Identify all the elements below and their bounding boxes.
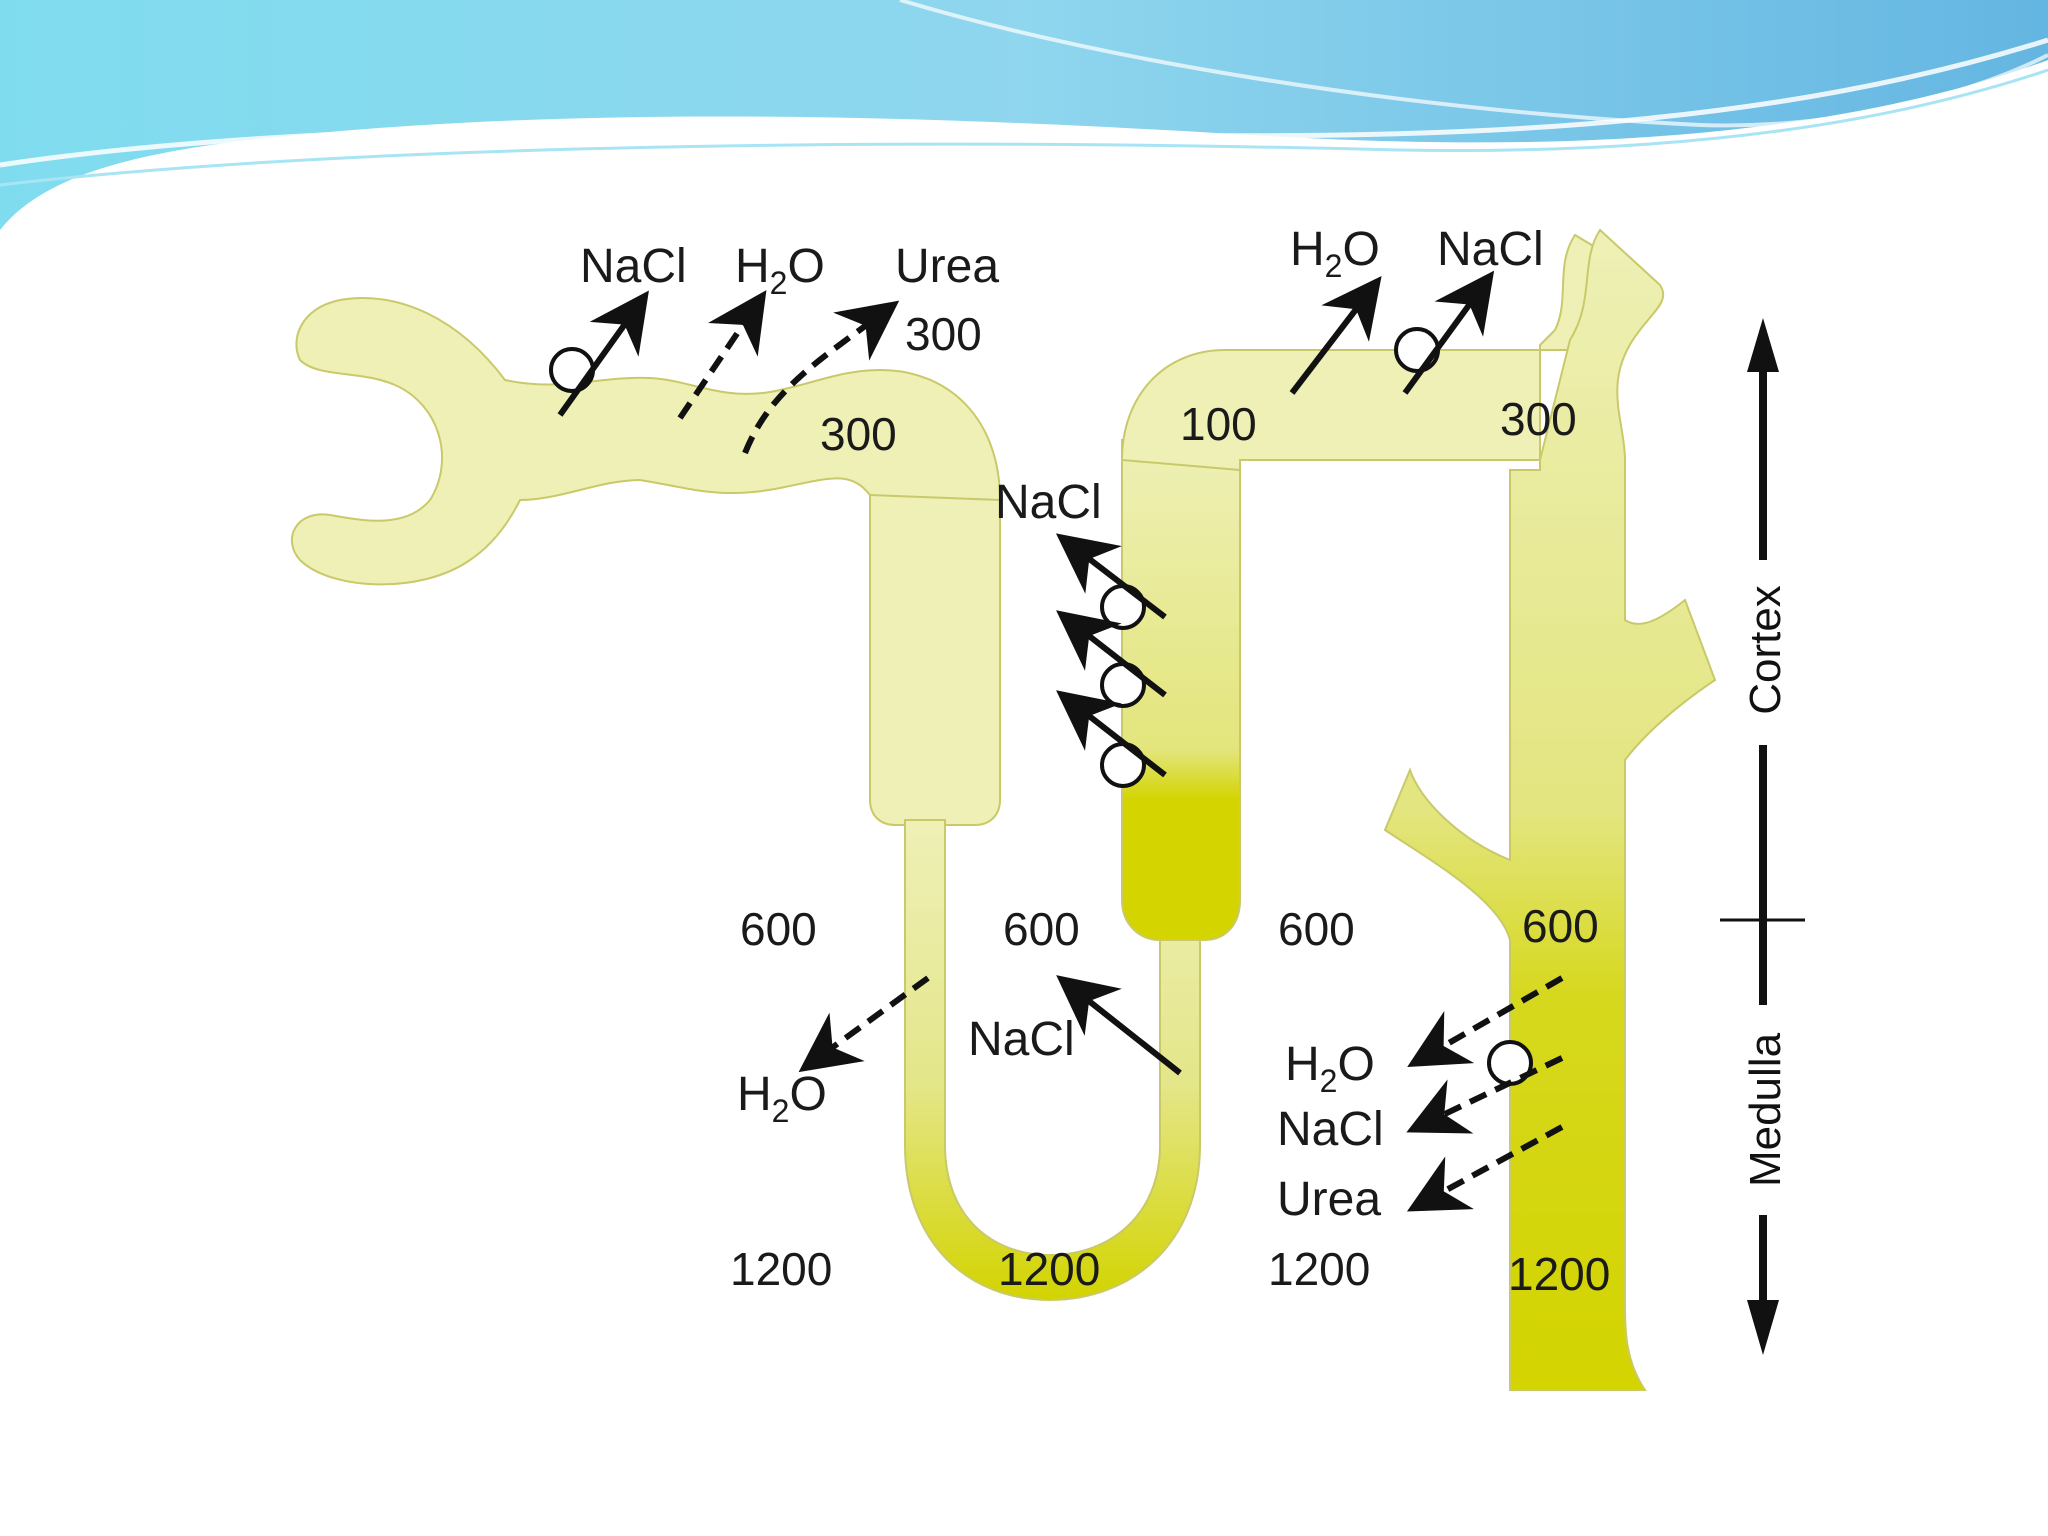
label-1200-c: 1200 <box>1268 1243 1370 1295</box>
label-1200-b: 1200 <box>998 1243 1100 1295</box>
label-pct-300-outer: 300 <box>905 308 982 360</box>
label-cd-nacl: NaCl <box>1277 1103 1384 1156</box>
label-600-d: 600 <box>1522 900 1599 952</box>
label-dct-300: 300 <box>1500 393 1577 445</box>
label-al-nacl: NaCl <box>968 1013 1075 1066</box>
label-600-a: 600 <box>740 903 817 955</box>
label-tal-nacl: NaCl <box>995 476 1102 529</box>
axis-label-medulla: Medulla <box>1741 1032 1790 1187</box>
axis-label-cortex: Cortex <box>1741 585 1790 715</box>
proximal-straight-segment <box>870 495 1000 825</box>
label-pct-nacl: NaCl <box>580 240 687 293</box>
pump-dct <box>1396 329 1438 371</box>
label-600-c: 600 <box>1278 903 1355 955</box>
label-pct-300-inner: 300 <box>820 408 897 460</box>
label-1200-a: 1200 <box>730 1243 832 1295</box>
label-1200-d: 1200 <box>1508 1248 1610 1300</box>
label-600-b: 600 <box>1003 903 1080 955</box>
label-dct-100: 100 <box>1180 398 1257 450</box>
label-cd-urea: Urea <box>1277 1173 1381 1226</box>
pump-pct <box>551 349 593 391</box>
label-pct-urea: Urea <box>895 240 999 293</box>
label-dct-nacl: NaCl <box>1437 223 1544 276</box>
